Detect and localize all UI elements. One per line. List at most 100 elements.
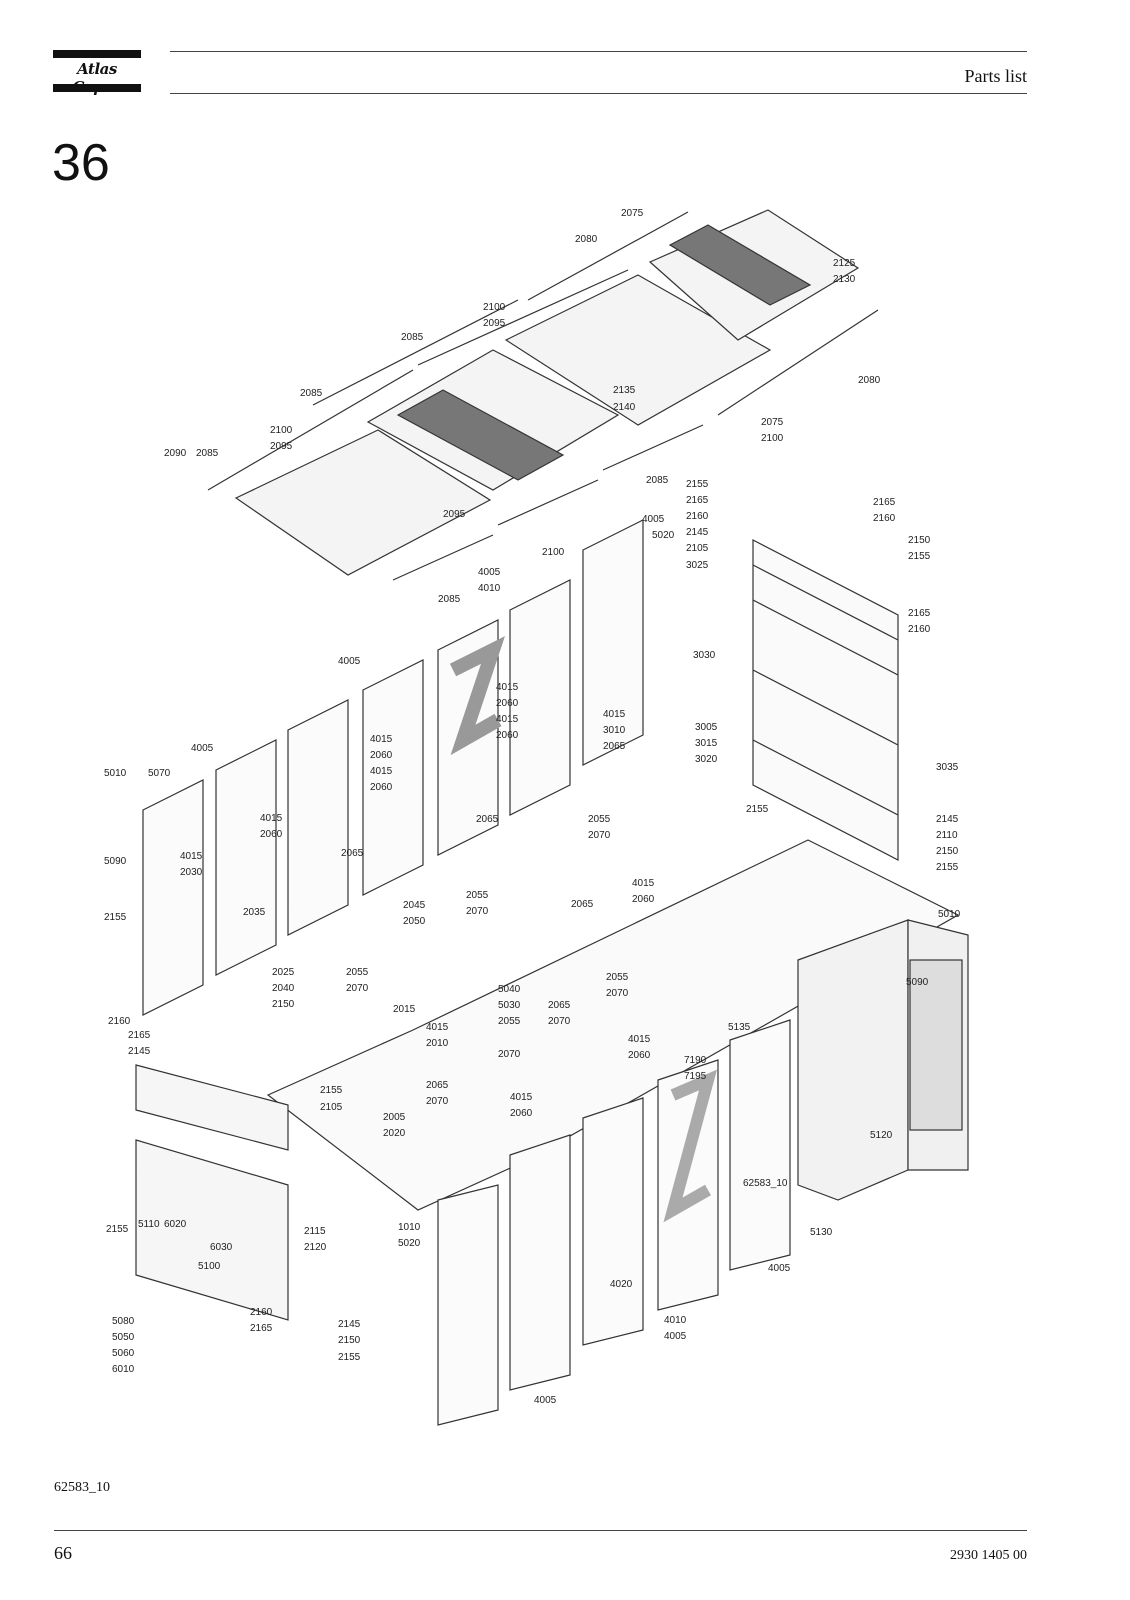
callout: 5010	[938, 909, 961, 920]
callout: 2155	[104, 912, 127, 923]
callout: 4015	[603, 709, 626, 720]
callout: 2100	[761, 433, 784, 444]
callout: 2055	[466, 890, 489, 901]
callout: 2080	[858, 375, 881, 386]
callout: 2070	[498, 1049, 521, 1060]
callout: 2110	[936, 830, 958, 841]
callout: 5010	[104, 768, 127, 779]
callout: 2165	[873, 497, 896, 508]
drawing-linework	[135, 209, 969, 1426]
callout: 5110	[138, 1219, 160, 1230]
callout: 2160	[250, 1307, 273, 1318]
callout: 4005	[338, 656, 361, 667]
callout: 5080	[112, 1316, 135, 1327]
callout: 2090	[164, 448, 187, 459]
callout: 2155	[936, 862, 959, 873]
callout: 2130	[833, 274, 856, 285]
callout: 5090	[104, 856, 127, 867]
callout: 4015	[370, 734, 393, 745]
callout: 5100	[198, 1261, 221, 1272]
callout: 2025	[272, 967, 295, 978]
callout: 2060	[370, 782, 393, 793]
header-rule-top	[170, 51, 1027, 52]
callout: 62583_10	[743, 1178, 788, 1189]
callout: 2070	[466, 906, 489, 917]
callout: 2085	[401, 332, 424, 343]
callout: 4010	[664, 1315, 687, 1326]
callout: 3025	[686, 560, 709, 571]
callout: 5020	[652, 530, 675, 541]
callout: 2100	[270, 425, 293, 436]
callout: 4005	[664, 1331, 687, 1342]
callout: 2160	[873, 513, 896, 524]
callout: 2165	[128, 1030, 151, 1041]
callout: 2035	[243, 907, 266, 918]
callout: 2070	[548, 1016, 571, 1027]
callout: 4015	[260, 813, 283, 824]
callout: 2010	[426, 1038, 449, 1049]
callout: 4010	[478, 583, 501, 594]
callout: 2115	[304, 1226, 326, 1237]
callout: 2100	[483, 302, 506, 313]
header-rule-bottom	[170, 93, 1027, 94]
callout: 5120	[870, 1130, 893, 1141]
callout: 2040	[272, 983, 295, 994]
callout: 4015	[180, 851, 203, 862]
callout: 2030	[180, 867, 203, 878]
callout: 3015	[695, 738, 718, 749]
callout: 2060	[496, 698, 519, 709]
callout: 4015	[370, 766, 393, 777]
callout: 2165	[686, 495, 709, 506]
callout: 4020	[610, 1279, 633, 1290]
callout: 2055	[346, 967, 369, 978]
callout: 4015	[510, 1092, 533, 1103]
callout: 5070	[148, 768, 171, 779]
callout: 2005	[383, 1112, 406, 1123]
callout: 4015	[496, 714, 519, 725]
callout: 2065	[548, 1000, 571, 1011]
parts-drawing-svg: 2075 2080 2125 2130 2100 2095 2085 2135 …	[104, 208, 969, 1426]
exploded-parts-drawing: 2075 2080 2125 2130 2100 2095 2085 2135 …	[98, 200, 990, 1470]
callout: 6030	[210, 1242, 233, 1253]
callout: 2095	[443, 509, 466, 520]
callout: 2140	[613, 402, 636, 413]
callout: 2070	[588, 830, 611, 841]
callout: 2105	[320, 1102, 343, 1113]
callout: 2155	[338, 1352, 361, 1363]
callout: 2155	[746, 804, 769, 815]
callout: 4015	[628, 1034, 651, 1045]
callout: 7195	[684, 1071, 707, 1082]
callout: 3005	[695, 722, 718, 733]
logo-bar-top	[53, 50, 141, 58]
callout: 2085	[646, 475, 669, 486]
callout: 3010	[603, 725, 626, 736]
callout: 2165	[908, 608, 931, 619]
callout: 2070	[346, 983, 369, 994]
callout: 5020	[398, 1238, 421, 1249]
callout: 3030	[693, 650, 716, 661]
callout: 2155	[106, 1224, 129, 1235]
callout: 5135	[728, 1022, 751, 1033]
callout: 2075	[761, 417, 784, 428]
callout: 2095	[483, 318, 506, 329]
callout: 4015	[632, 878, 655, 889]
callout: 4005	[768, 1263, 791, 1274]
callout: 2060	[370, 750, 393, 761]
callout: 4005	[191, 743, 214, 754]
callout: 2155	[686, 479, 709, 490]
callout: 4015	[426, 1022, 449, 1033]
callout: 2055	[498, 1016, 521, 1027]
callout: 5050	[112, 1332, 135, 1343]
callout: 2120	[304, 1242, 327, 1253]
section-number: 36	[52, 134, 110, 192]
callout: 6020	[164, 1219, 187, 1230]
callout: 2085	[438, 594, 461, 605]
callout: 2150	[936, 846, 959, 857]
callout: 2075	[621, 208, 644, 219]
callout: 2065	[341, 848, 364, 859]
callout: 2060	[510, 1108, 533, 1119]
atlas-copco-logo: Atlas Copco	[53, 48, 141, 96]
callout: 2160	[908, 624, 931, 635]
callout: 5090	[906, 977, 929, 988]
callout: 2160	[686, 511, 709, 522]
